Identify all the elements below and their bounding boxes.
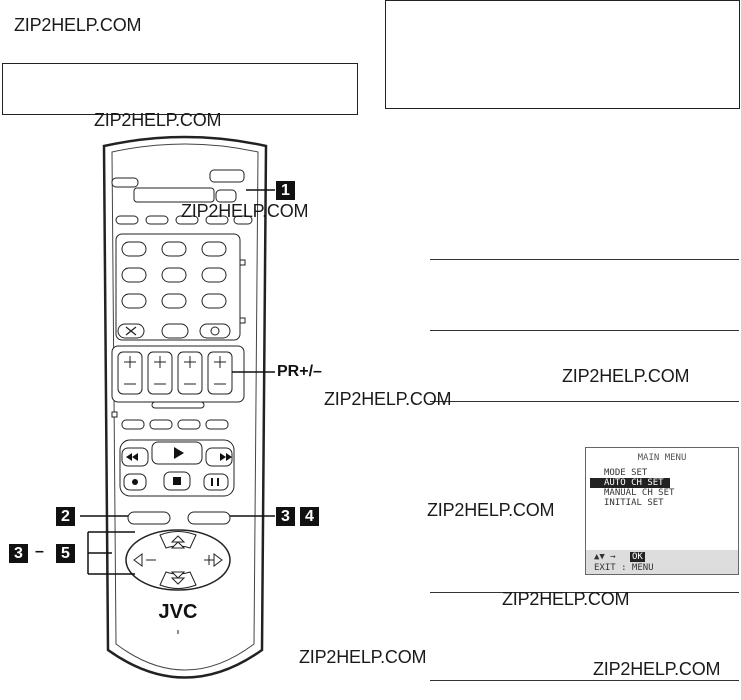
watermark-1: ZIP2HELP.COM [14,15,142,35]
osd-selected-label: AUTO CH SET [604,478,664,488]
watermark-4: ZIP2HELP.COM [562,366,690,386]
osd-title: MAIN MENU [637,453,687,463]
osd-footer-nav: ▲▼ → [594,552,616,562]
watermark-7: ZIP2HELP.COM [502,589,630,609]
watermark-3: ZIP2HELP.COM [181,201,309,221]
divider-2 [430,330,739,331]
osd-item-initial-set: INITIAL SET [604,498,664,508]
callout-step-4: 4 [300,507,319,526]
top-right-note-box [385,0,740,109]
divider-1 [430,259,739,260]
divider-3 [430,401,739,402]
callout-step-5: 5 [56,544,75,563]
callout-step-3: 3 [276,507,295,526]
watermark-9: ZIP2HELP.COM [593,659,721,679]
remote-brand-logo: JVC [159,601,198,623]
on-screen-main-menu: MAIN MENU MODE SET AUTO CH SET MANUAL CH… [585,447,739,575]
top-left-instruction-box [2,63,358,115]
divider-4 [430,592,739,593]
divider-5 [430,680,739,681]
watermark-8: ZIP2HELP.COM [299,647,427,667]
callout-range-dash: – [35,543,44,560]
remote-body-inner [111,143,259,671]
osd-item-auto-ch-set-selected: AUTO CH SET [590,478,670,488]
osd-item-mode-set: MODE SET [604,468,648,478]
watermark-2: ZIP2HELP.COM [94,110,222,130]
pr-plus-minus-label: PR+/– [277,363,322,380]
osd-item-manual-ch-set: MANUAL CH SET [604,488,675,498]
watermark-5: ZIP2HELP.COM [324,389,452,409]
osd-footer-ok: OK [630,552,645,562]
watermark-6: ZIP2HELP.COM [427,500,555,520]
osd-footer: ▲▼ → OK EXIT : MENU [586,550,738,574]
osd-footer-exit: EXIT : MENU [594,563,654,573]
callout-step-3-range-start: 3 [9,544,28,563]
remote-control-illustration: JVC [102,135,268,679]
callout-step-2: 2 [56,507,75,526]
callout-step-1: 1 [276,181,295,200]
